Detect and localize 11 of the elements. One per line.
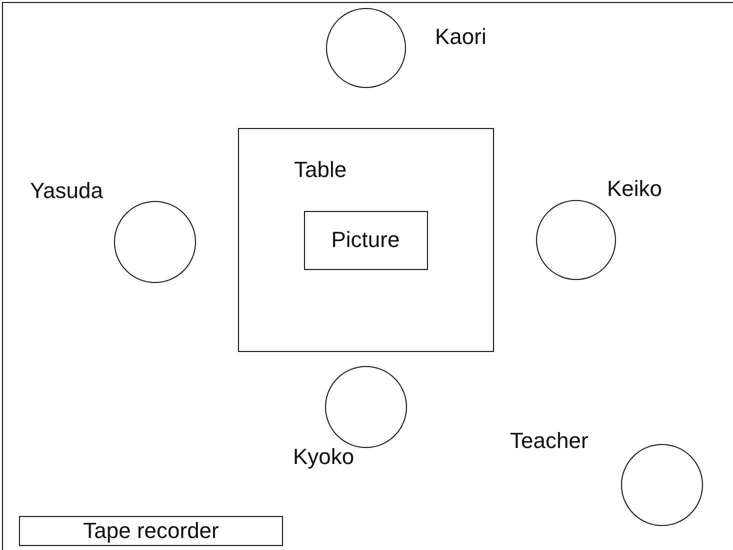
table-label: Table [294,159,347,181]
labeled-box [19,516,283,546]
box-label: Picture [331,229,400,251]
name-label: Kaori [435,26,486,48]
name-label: Teacher [510,430,588,452]
name-label: Kyoko [293,446,354,468]
name-label: Yasuda [30,180,103,202]
name-label: Keiko [607,178,662,200]
table-outline [238,128,494,352]
box-label: Tape recorder [83,520,219,542]
labeled-box [304,210,428,270]
